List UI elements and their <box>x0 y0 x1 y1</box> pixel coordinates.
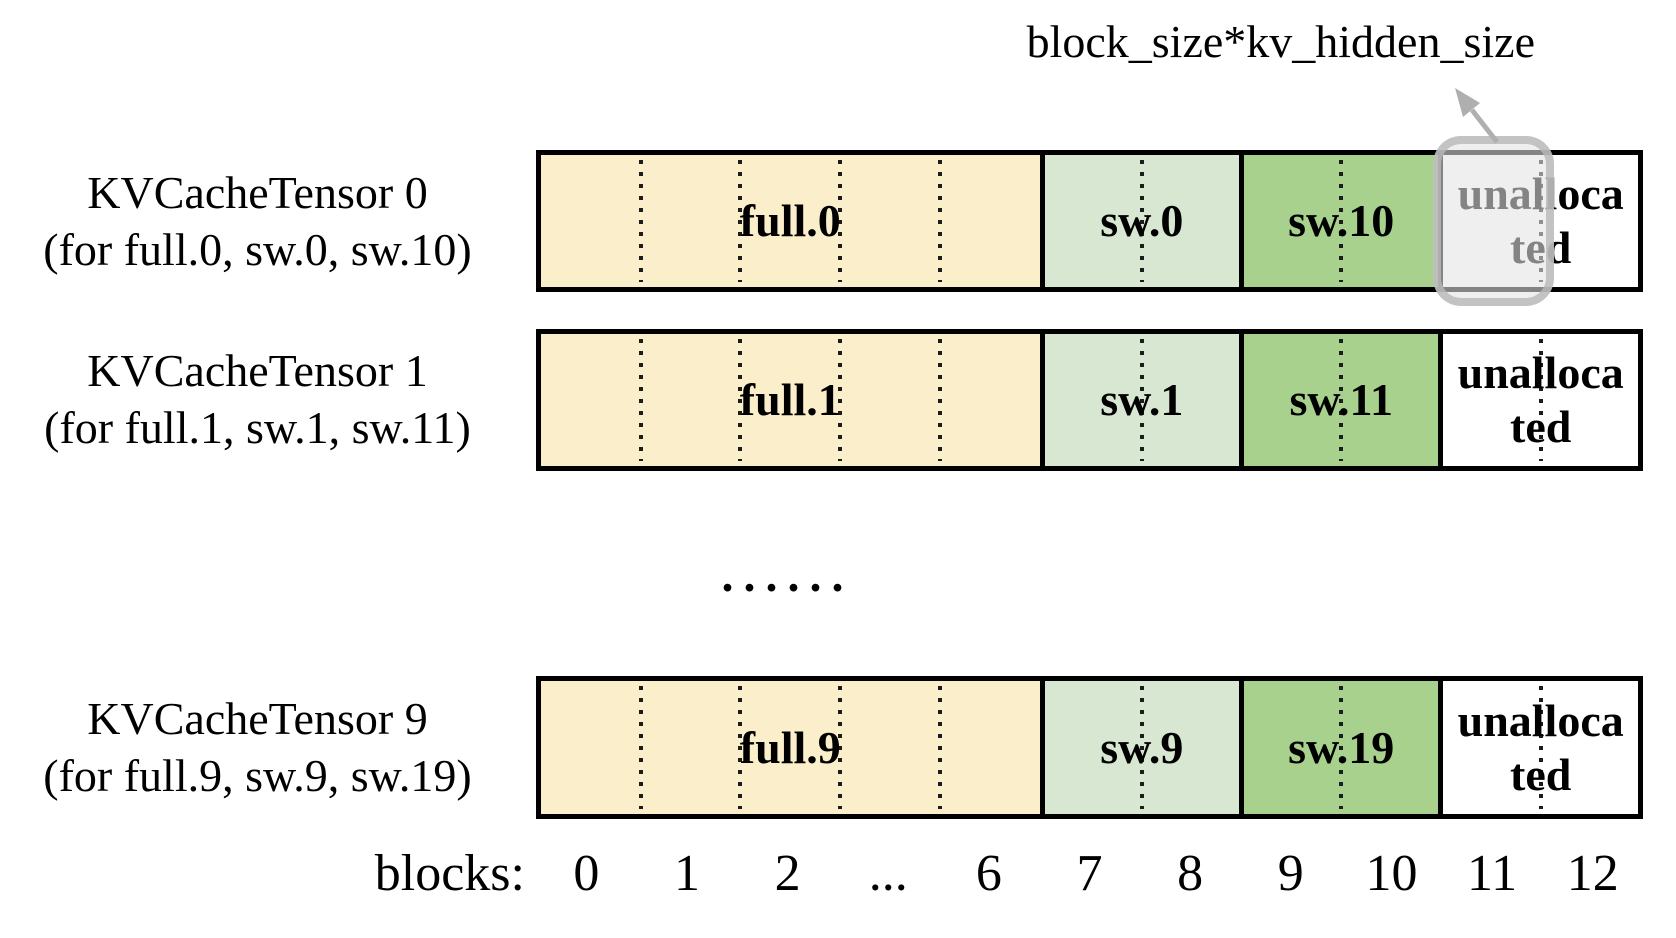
axis-tick-11: 11 <box>1467 845 1518 902</box>
segment-label-sw-19: sw.19 <box>1288 721 1395 773</box>
segment-label-sw-10: sw.10 <box>1288 195 1395 246</box>
block-divider <box>738 160 743 282</box>
tensor-0-subtitle: (for full.0, sw.0, sw.10) <box>43 224 472 275</box>
segment-label-unallocated-9: unalloca ted <box>1443 681 1638 814</box>
block-size-highlight <box>1433 136 1554 306</box>
unallocated-line-2: ted <box>1510 748 1572 800</box>
tensor-9-subtitle: (for full.9, sw.9, sw.19) <box>43 750 472 801</box>
axis-tick-10: 10 <box>1365 845 1418 902</box>
tensor-0-segment-full: full.0 <box>541 155 1040 287</box>
block-divider <box>1139 686 1144 809</box>
axis-tick-6: 6 <box>975 845 1002 902</box>
block-divider <box>838 339 843 461</box>
block-divider <box>1139 339 1144 461</box>
tensor-0-title: KVCacheTensor 0 <box>87 167 428 218</box>
axis-tick-2: 2 <box>774 845 801 902</box>
block-divider <box>638 339 643 461</box>
tensor-9-segment-unallocated: unalloca ted <box>1438 681 1638 814</box>
block-divider <box>1538 339 1543 461</box>
segment-label-full-0: full.0 <box>739 195 841 246</box>
segment-label-unallocated-1: unalloca ted <box>1443 334 1638 466</box>
tensor-1-subtitle: (for full.1, sw.1, sw.11) <box>44 402 471 453</box>
unallocated-line-1: unalloca <box>1457 694 1624 746</box>
block-size-annotation: block_size*kv_hidden_size <box>1026 16 1535 67</box>
block-divider <box>838 160 843 282</box>
block-divider <box>1339 160 1344 282</box>
block-divider <box>1139 160 1144 282</box>
block-divider <box>1339 339 1344 461</box>
axis-tick-7: 7 <box>1076 845 1103 902</box>
row-label-tensor-9: KVCacheTensor 9 (for full.9, sw.9, sw.19… <box>5 690 510 804</box>
tensor-9-title: KVCacheTensor 9 <box>87 693 428 744</box>
tensor-1-segment-sw: sw.1 <box>1039 334 1239 466</box>
segment-label-sw-11: sw.11 <box>1289 374 1393 425</box>
segment-label-sw-0: sw.0 <box>1100 195 1184 246</box>
block-divider <box>937 339 942 461</box>
rows-ellipsis: ...... <box>721 549 854 602</box>
segment-label-full-9: full.9 <box>739 721 841 773</box>
tensor-9-segment-sw: sw.9 <box>1039 681 1239 814</box>
axis-tick-ellipsis: ... <box>868 845 908 902</box>
segment-label-sw-9: sw.9 <box>1100 721 1184 773</box>
tensor-1-title: KVCacheTensor 1 <box>87 345 428 396</box>
block-divider <box>838 686 843 809</box>
unallocated-line-2: ted <box>1510 401 1572 452</box>
unallocated-line-1: unalloca <box>1457 347 1624 398</box>
segment-label-full-1: full.1 <box>739 374 841 425</box>
block-divider <box>638 160 643 282</box>
tensor-9-segment-full: full.9 <box>541 681 1040 814</box>
axis-tick-8: 8 <box>1177 845 1204 902</box>
row-label-tensor-1: KVCacheTensor 1 (for full.1, sw.1, sw.11… <box>5 342 510 456</box>
tensor-1-segment-sw11: sw.11 <box>1239 334 1439 466</box>
block-divider <box>1538 686 1543 809</box>
block-divider <box>738 339 743 461</box>
segment-label-sw-1: sw.1 <box>1100 374 1184 425</box>
blocks-axis-label: blocks: <box>374 845 525 902</box>
axis-tick-1: 1 <box>673 845 700 902</box>
axis-tick-0: 0 <box>573 845 600 902</box>
block-divider <box>1339 686 1344 809</box>
axis-tick-9: 9 <box>1277 845 1304 902</box>
block-divider <box>638 686 643 809</box>
row-label-tensor-0: KVCacheTensor 0 (for full.0, sw.0, sw.10… <box>5 164 510 278</box>
tensor-1-segment-full: full.1 <box>541 334 1040 466</box>
block-divider <box>937 160 942 282</box>
tensor-1-bar: full.1 sw.1 sw.11 unalloca ted <box>536 329 1643 471</box>
blocks-axis-ticks: 0 1 2 ... 6 7 8 9 10 11 12 <box>536 843 1643 905</box>
tensor-0-segment-sw: sw.0 <box>1039 155 1239 287</box>
block-divider <box>937 686 942 809</box>
block-divider <box>738 686 743 809</box>
tensor-1-segment-unallocated: unalloca ted <box>1438 334 1638 466</box>
tensor-9-segment-sw19: sw.19 <box>1239 681 1439 814</box>
tensor-9-bar: full.9 sw.9 sw.19 unalloca ted <box>536 676 1643 819</box>
axis-tick-12: 12 <box>1566 845 1619 902</box>
tensor-0-segment-sw10: sw.10 <box>1239 155 1439 287</box>
